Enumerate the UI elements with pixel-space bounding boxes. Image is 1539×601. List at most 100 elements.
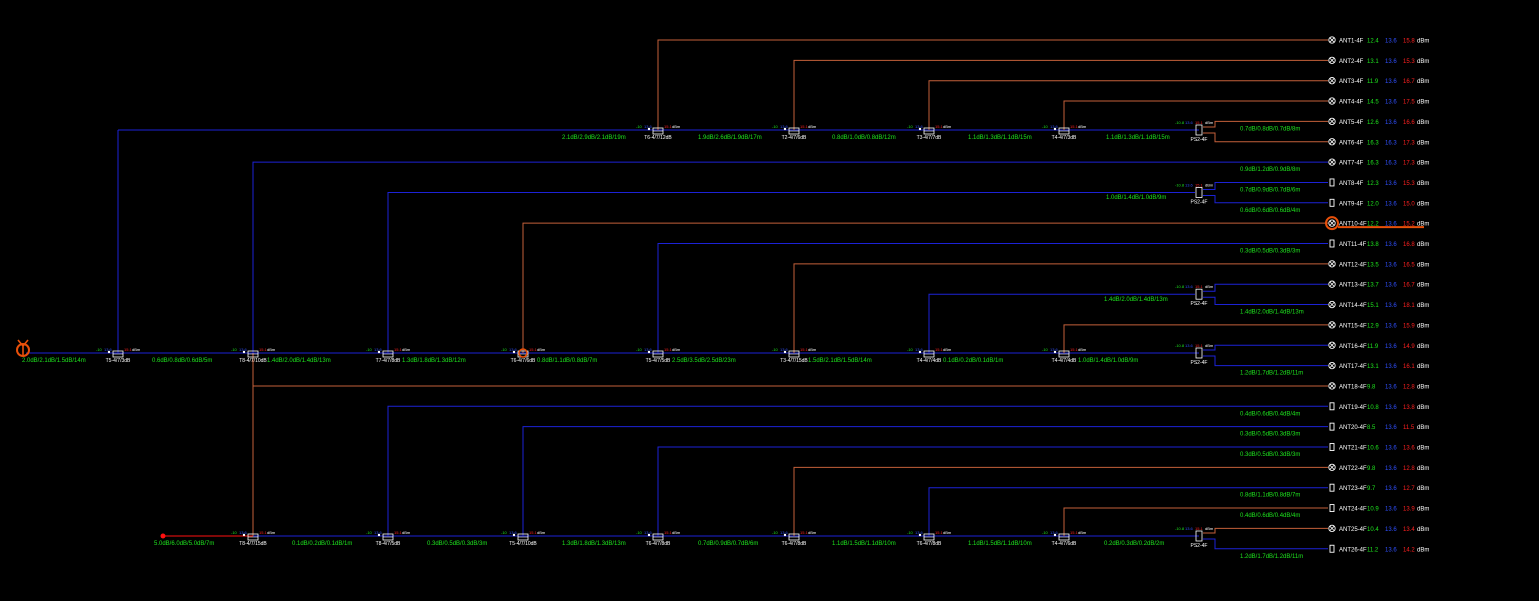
coupler-device[interactable]: T6-4/7/8dB — [646, 533, 671, 547]
port-readout-red: 15.1 — [1195, 182, 1204, 187]
antenna-name: ANT14-4F — [1339, 303, 1367, 309]
coupler-device[interactable]: T6-4/7/8dB — [782, 533, 807, 547]
antenna-level-red: 13.8 — [1403, 405, 1415, 411]
branch-segment-label: 1.4dB/2.0dB/1.4dB/13m — [1104, 297, 1168, 303]
antenna-level-green: 12.4 — [1367, 39, 1379, 45]
coupler-device[interactable]: T2-4/7/6dB — [782, 127, 807, 141]
coupler-device[interactable]: T6-4/7/8dB — [917, 533, 942, 547]
antenna-level-blue: 13.6 — [1385, 384, 1397, 390]
antenna-unit: dBm — [1417, 344, 1429, 350]
coupler-device[interactable]: T5-4/7/3dB — [106, 350, 131, 364]
coupler-port-icon — [242, 350, 246, 354]
coupler-device[interactable]: T4-4/7/3dB — [1052, 127, 1077, 141]
antenna-feed-cable — [793, 466, 1328, 536]
splitter-icon — [1195, 347, 1203, 359]
power-splitter[interactable]: PS2-4F — [1191, 530, 1208, 549]
port-readout-green: -10 — [772, 124, 779, 129]
antenna-name: ANT6-4F — [1339, 140, 1364, 146]
power-splitter[interactable]: PS2-4F — [1191, 187, 1208, 205]
splitter-icon — [1195, 187, 1203, 198]
antenna-level-red: 16.6 — [1403, 120, 1415, 126]
coupler-label: T8-4/7/10dB — [239, 358, 267, 364]
antenna-name: ANT23-4F — [1339, 486, 1367, 492]
antenna-level-green: 10.9 — [1367, 507, 1379, 513]
port-readout-green: -10 — [1042, 530, 1049, 535]
selected-coupler-marker[interactable] — [518, 348, 528, 358]
coupler-device[interactable]: T8-4/7/5dB — [376, 533, 401, 547]
base-station-icon[interactable] — [16, 339, 30, 357]
antenna-level-blue: 13.6 — [1385, 222, 1397, 228]
antenna-feed-cable — [657, 243, 1328, 353]
omni-antenna-cross — [1329, 78, 1335, 84]
bottom-source-node-icon[interactable] — [160, 533, 166, 539]
coupler-device[interactable]: T4-4/7/6dB — [1052, 533, 1077, 547]
coupler-device[interactable]: T5-4/7/10dB — [509, 533, 537, 547]
antenna-name: ANT17-4F — [1339, 364, 1367, 370]
coupler-device[interactable]: T4-4/7/4dB — [917, 350, 942, 364]
coupler-device[interactable]: T6-4/7/12dB — [644, 127, 672, 141]
omni-antenna-icon — [1328, 463, 1336, 471]
omni-antenna-icon — [1328, 117, 1336, 126]
port-readout-unit: dBm — [1205, 526, 1214, 531]
antenna-level-red: 16.8 — [1403, 242, 1415, 248]
omni-antenna-cross — [1329, 322, 1335, 328]
port-readout-green: -10 — [636, 530, 643, 535]
coupler-port-icon — [1053, 533, 1057, 537]
coupler-device[interactable]: T8-4/7/15dB — [239, 533, 267, 547]
power-splitter[interactable]: PS2-4F — [1191, 347, 1208, 366]
power-splitter[interactable]: PS2-4F — [1191, 288, 1208, 307]
coupler-device[interactable]: T5-4/7/5dB — [646, 350, 671, 364]
antenna-feed-label: 1.2dB/1.7dB/1.2dB/11m — [1240, 371, 1303, 377]
branch-segment-label: 0.2dB/0.3dB/0.2dB/2m — [1104, 541, 1164, 547]
coupler-device[interactable]: T3-4/7/15dB — [780, 350, 808, 364]
coupler-port-icon — [918, 127, 922, 131]
omni-antenna-icon — [1328, 361, 1336, 370]
antenna-level-red: 14.2 — [1403, 547, 1415, 553]
port-readout-green: -10.8 — [1175, 182, 1185, 187]
coupler-device[interactable]: T4-4/7/4dB — [1052, 350, 1077, 364]
antenna-level-green: 13.7 — [1367, 283, 1379, 289]
power-splitter[interactable]: PS2-4F — [1191, 124, 1208, 143]
coupler-label: T6-4/7/12dB — [644, 135, 672, 141]
antenna-level-green: 12.3 — [1367, 181, 1379, 187]
port-readout-unit: dBm — [808, 530, 817, 535]
antenna-unit: dBm — [1417, 547, 1429, 553]
coupler-device[interactable]: T3-4/7/7dB — [917, 127, 942, 141]
coupler-device[interactable]: T8-4/7/10dB — [239, 350, 267, 364]
antenna-level-red: 13.4 — [1403, 527, 1415, 533]
trunk-segment-label: 1.5dB/2.1dB/1.5dB/14m — [808, 358, 872, 364]
antenna-feed-cable — [657, 39, 1328, 130]
coupler-device[interactable]: T7-4/7/8dB — [376, 350, 401, 364]
trunk-segment-label: 1.3dB/1.8dB/1.3dB/12m — [402, 358, 466, 364]
antenna-unit: dBm — [1417, 242, 1429, 248]
antenna-name: ANT19-4F — [1339, 405, 1367, 411]
antenna-feed-label: 1.2dB/1.7dB/1.2dB/11m — [1240, 554, 1303, 560]
